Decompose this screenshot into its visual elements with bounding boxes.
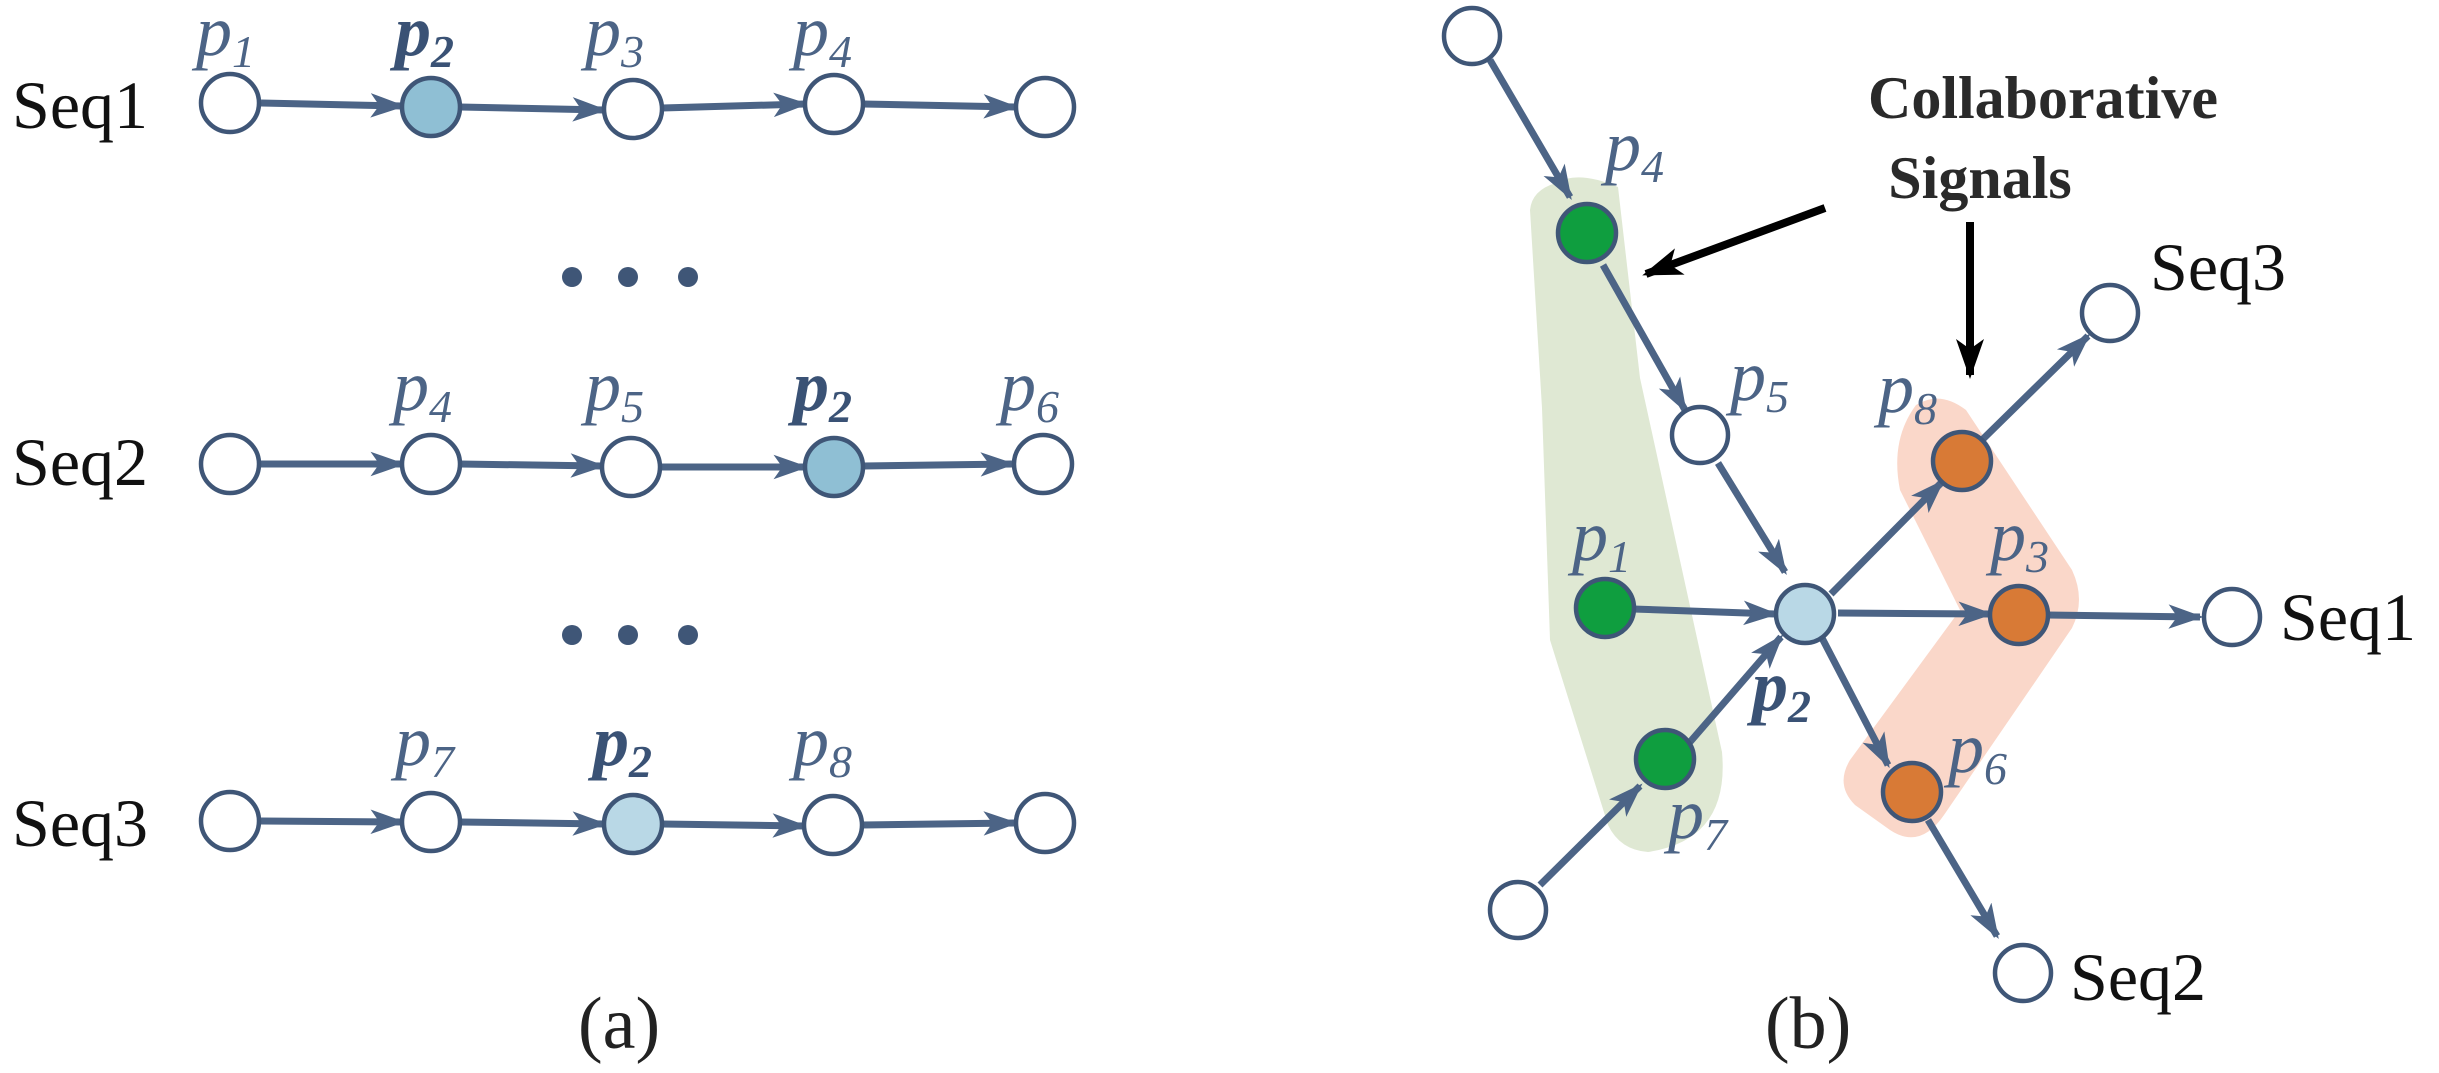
seq3-node-end (1013, 791, 1077, 855)
edge-p6-seq2 (1924, 818, 2001, 940)
node-seq1-end (2201, 586, 2263, 648)
label-p4-seq2: p4 (388, 346, 452, 432)
label-p4: p4 (1600, 106, 1664, 192)
seq3-end-label: Seq3 (2150, 229, 2286, 305)
panel-b-edges (1486, 58, 2204, 940)
label-p2-seq2: p2 (787, 346, 852, 432)
label-p7: p7 (1663, 774, 1729, 860)
label-p8: p8 (1873, 348, 1937, 434)
label-p7-seq3: p7 (390, 701, 456, 787)
ellipsis-2 (562, 625, 698, 645)
node-p7 (1633, 727, 1697, 791)
seq3-node-p2 (601, 792, 665, 856)
seq1-edge-3 (661, 92, 809, 118)
edge-p8-seq3 (1979, 333, 2091, 443)
node-seq2-end (1992, 942, 2054, 1004)
seq1-node-end (1013, 75, 1077, 139)
node-p5 (1669, 404, 1731, 466)
seq3-node-p7 (399, 790, 463, 854)
seq2-edges (261, 451, 1016, 480)
node-p6 (1880, 760, 1944, 824)
green-highlight (1530, 177, 1723, 852)
seq3-edge-1 (260, 809, 406, 835)
label-p5-seq2: p5 (580, 346, 644, 432)
label-p2-seq1: p2 (389, 0, 454, 77)
seq1-label: Seq1 (12, 67, 148, 143)
label-p3-seq1: p3 (580, 0, 644, 77)
seq1-edge-2 (459, 97, 608, 122)
seq2-edge-2 (459, 453, 606, 478)
label-p1-seq1: p1 (191, 0, 255, 77)
seq1-node-p4 (802, 72, 866, 136)
seq1-node-p3 (601, 77, 665, 141)
seq2-end-label: Seq2 (2070, 939, 2206, 1015)
seq3-node-p8 (801, 793, 865, 857)
seq2-node-start (198, 432, 262, 496)
label-p2: p2 (1746, 646, 1811, 732)
node-top-start (1441, 5, 1503, 67)
label-p2-seq3: p2 (587, 701, 652, 787)
label-p6-seq2: p6 (995, 346, 1059, 432)
node-seq3-end (2079, 282, 2141, 344)
label-p5: p5 (1725, 336, 1789, 422)
node-p3 (1987, 583, 2051, 647)
seq1-node-p1 (198, 71, 262, 135)
edge-p2-p8 (1828, 479, 1945, 597)
caption-a: (a) (578, 983, 660, 1065)
ellipsis-1 (562, 267, 698, 287)
seq1-edge-1 (260, 93, 406, 118)
node-p1 (1573, 576, 1637, 640)
seq2-node-p6 (1011, 432, 1075, 496)
caption-b: (b) (1765, 983, 1851, 1065)
seq1-end-label: Seq1 (2280, 579, 2416, 655)
node-bottom-start (1487, 879, 1549, 941)
edge-p2-p3 (1837, 601, 1994, 627)
node-p2 (1773, 582, 1837, 646)
seq3-node-start (198, 789, 262, 853)
edge-p4-p5 (1599, 263, 1689, 414)
seq2-node-p2 (802, 435, 866, 499)
edge-bottom-p7 (1537, 783, 1643, 888)
label-p3: p3 (1985, 496, 2049, 582)
seq3-edge-4 (861, 811, 1019, 836)
node-p8 (1930, 429, 1994, 493)
label-p4-seq1: p4 (788, 0, 852, 77)
edge-top-p4 (1486, 58, 1574, 201)
seq2-node-p4 (399, 432, 463, 496)
edge-p5-p2 (1715, 461, 1788, 575)
panel-a: Seq1 p1 p2 p3 p4 Seq2 (12, 0, 1077, 1065)
seq3-edge-2 (459, 811, 608, 836)
label-p8-seq3: p8 (788, 701, 852, 787)
seq3-edges (260, 809, 1019, 838)
seq3-label: Seq3 (12, 785, 148, 861)
seq1-edges (260, 92, 1019, 122)
collaborative-signals-title-line1: Collaborative (1868, 65, 2218, 131)
seq1-node-p2 (399, 75, 463, 139)
seq3-edge-3 (661, 813, 808, 838)
label-p6: p6 (1943, 708, 2007, 794)
node-p4 (1555, 201, 1619, 265)
seq2-label: Seq2 (12, 424, 148, 500)
edge-p3-seq1 (2046, 604, 2204, 629)
seq2-edge-4 (862, 452, 1016, 477)
signal-arrow-left (1642, 204, 1827, 278)
panel-b: p4 p5 p1 p2 p7 p8 p3 p6 Seq3 Seq1 Seq2 C… (1441, 5, 2416, 1065)
edge-p2-p6 (1818, 636, 1892, 769)
edge-p7-p2 (1687, 634, 1784, 745)
edge-p1-p2 (1632, 600, 1779, 626)
seq2-node-p5 (599, 435, 663, 499)
seq1-edge-4 (862, 94, 1019, 119)
collaborative-signals-title-line2: Signals (1888, 145, 2071, 211)
label-p1: p1 (1567, 496, 1631, 582)
